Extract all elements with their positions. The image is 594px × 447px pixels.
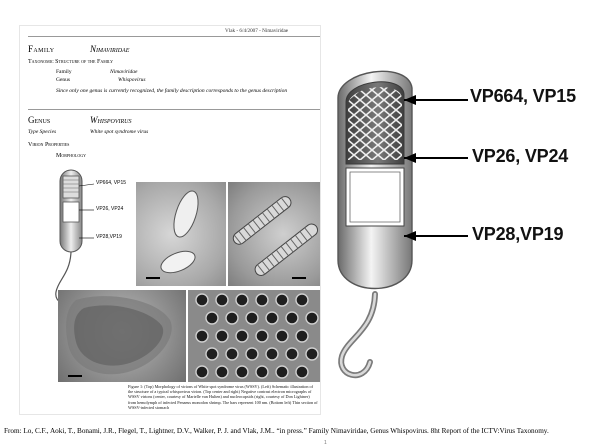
micrograph-virions bbox=[136, 182, 226, 286]
page-mark: 1 bbox=[324, 440, 327, 446]
taxonomy-value: Whispovirus bbox=[118, 77, 146, 83]
type-species-label: Type Species bbox=[28, 129, 56, 135]
morphology-heading: Morphology bbox=[56, 153, 86, 159]
virion-schematic bbox=[330, 60, 470, 390]
document-page: Vlak - 6/4/2007 - Nimaviridae Family Nim… bbox=[20, 26, 320, 414]
header-rule bbox=[28, 36, 320, 37]
callout-label-vp664-vp15: VP664, VP15 bbox=[470, 86, 576, 107]
running-header: Vlak - 6/4/2007 - Nimaviridae bbox=[225, 28, 288, 34]
micrograph-thin-section bbox=[58, 290, 186, 382]
figure-caption: Figure 1: (Top) Morphology of virions of… bbox=[128, 384, 318, 410]
micrograph-paracrystalline-array bbox=[188, 290, 320, 382]
thumbnail-label: VP26, VP24 bbox=[96, 206, 123, 212]
virion-properties-heading: Virion Properties bbox=[28, 142, 69, 148]
section-rule bbox=[28, 109, 320, 110]
callout-label-vp26-vp24: VP26, VP24 bbox=[472, 146, 568, 167]
taxonomic-heading: Taxonomic Structure of the Family bbox=[28, 59, 113, 65]
citation-footer: From: Lo, C.F., Aoki, T., Bonami, J.R., … bbox=[4, 427, 590, 435]
thumbnail-label: VP28,VP19 bbox=[96, 234, 122, 240]
genus-value: Whispovirus bbox=[90, 115, 132, 125]
type-species-value: White spot syndrome virus bbox=[90, 129, 148, 135]
family-label: Family bbox=[28, 44, 54, 54]
micrograph-nucleocapsids bbox=[228, 182, 320, 286]
family-note: Since only one genus is currently recogn… bbox=[56, 88, 318, 95]
callout-label-vp28-vp19: VP28,VP19 bbox=[472, 224, 563, 245]
taxonomy-value: Nimaviridae bbox=[110, 69, 138, 75]
thumbnail-label: VP664, VP15 bbox=[96, 180, 126, 186]
family-value: Nimaviridae bbox=[90, 44, 129, 54]
taxonomy-key: Family bbox=[56, 69, 72, 75]
genus-label: Genus bbox=[28, 115, 50, 125]
taxonomy-key: Genus bbox=[56, 77, 70, 83]
